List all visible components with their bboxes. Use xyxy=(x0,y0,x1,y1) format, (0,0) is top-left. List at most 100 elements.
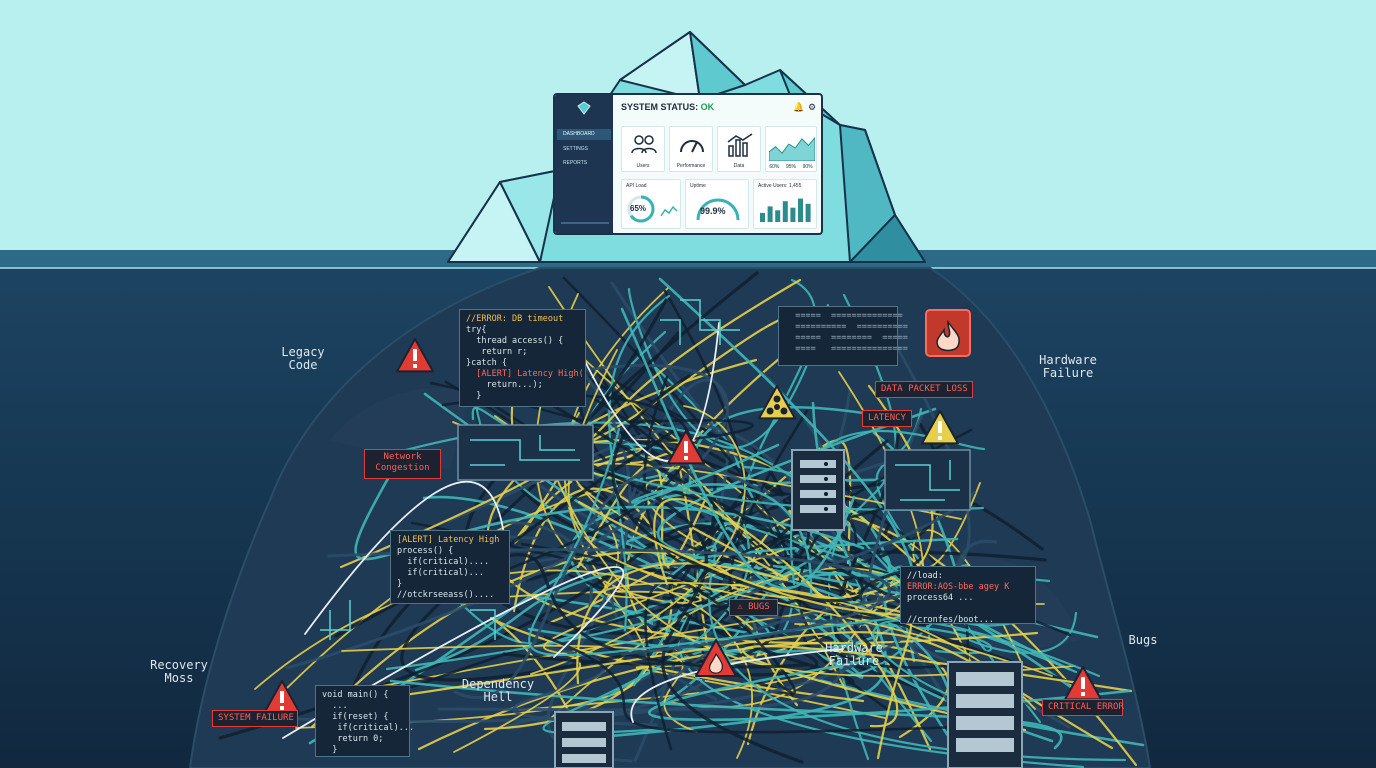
label-legacy-code: Legacy Code xyxy=(281,345,325,372)
code-line: [ALERT] Latency High xyxy=(397,535,500,545)
wire xyxy=(648,545,1127,762)
performance-tile[interactable]: Performance xyxy=(669,126,713,172)
users-label: Users xyxy=(636,163,650,169)
alert-tag-latency: LATENCY xyxy=(862,410,912,427)
active-users-tile: Active Users: 1,455 xyxy=(753,179,817,229)
code-line: return r; xyxy=(466,347,528,357)
active-users-bar xyxy=(775,210,781,222)
wire xyxy=(481,426,804,764)
wire xyxy=(453,549,784,753)
active-users-bar-chart xyxy=(760,198,811,222)
status-badge: OK xyxy=(700,102,715,112)
uptime-value: 99.9% xyxy=(700,206,726,216)
code-line: } xyxy=(466,391,482,401)
users-tile[interactable]: Users xyxy=(621,126,665,172)
system-status-dashboard: DASHBOARD SETTINGS REPORTS SYSTEM STATUS… xyxy=(553,93,823,235)
wire xyxy=(562,276,787,573)
code-line: } xyxy=(322,745,338,755)
wire xyxy=(577,500,913,760)
alert-tag-packet-loss: DATA PACKET LOSS xyxy=(875,381,973,398)
server-rack xyxy=(554,711,614,768)
code-line: if(critical)... xyxy=(397,568,484,578)
wire xyxy=(656,407,956,744)
users-icon xyxy=(631,135,657,154)
server-rack xyxy=(791,449,845,531)
label-dependency-hell: Dependency Hell xyxy=(461,677,535,704)
code-panel-latency: [ALERT] Latency High process() { if(crit… xyxy=(390,530,510,604)
warning-icon xyxy=(921,410,959,445)
wire xyxy=(953,611,1078,674)
code-line: ... xyxy=(322,701,348,711)
code-line: thread access() { xyxy=(466,336,564,346)
bell-icon[interactable]: 🔔 xyxy=(793,102,805,112)
code-line: //cronfes/boot... xyxy=(907,615,994,625)
wire xyxy=(603,581,1036,710)
diamond-logo-icon xyxy=(577,101,591,115)
dashboard-sidebar: DASHBOARD SETTINGS REPORTS xyxy=(555,95,613,233)
uptime-tile: Uptime 99.9% xyxy=(685,179,749,229)
bugs-text: BUGS xyxy=(748,602,770,612)
code-line: if(critical)... xyxy=(322,723,415,733)
warning-icon: ⚠ xyxy=(737,602,749,612)
fire-warning-icon xyxy=(695,639,737,677)
label-recovery-moss: Recovery Moss xyxy=(150,658,208,685)
gear-icon[interactable]: ⚙ xyxy=(807,102,817,112)
wire xyxy=(872,619,1101,718)
code-panel-process: //load: ERROR:AOS-bbe agey K process64 .… xyxy=(900,566,1036,625)
active-users-bar xyxy=(790,207,796,222)
code-line: } xyxy=(397,579,403,589)
wire xyxy=(611,374,864,603)
wire xyxy=(304,480,508,635)
nav-item-settings[interactable]: SETTINGS xyxy=(563,146,589,152)
wire xyxy=(339,278,802,569)
page-title: SYSTEM STATUS: OK xyxy=(621,102,714,112)
code-panel-redacted: ===== ============== ========== ========… xyxy=(778,306,908,366)
status-label: SYSTEM STATUS: xyxy=(621,102,701,112)
server-rack xyxy=(947,661,1023,768)
wire xyxy=(543,635,1018,734)
radiation-icon xyxy=(758,385,796,420)
wire xyxy=(437,411,925,712)
api-load-value: 65% xyxy=(630,204,647,213)
tick-label: 95% xyxy=(785,164,796,170)
sidebar-divider xyxy=(561,222,609,224)
fire-icon xyxy=(925,309,971,357)
wire xyxy=(282,566,625,739)
active-users-bar xyxy=(760,212,765,222)
wire xyxy=(630,648,844,723)
code-line: //otckrseeass().... xyxy=(397,590,495,600)
wire xyxy=(528,427,978,657)
trend-area xyxy=(769,136,815,161)
load-chart-icon xyxy=(660,205,678,217)
api-load-label: API Load xyxy=(626,183,647,189)
nav-item-dashboard[interactable]: DASHBOARD xyxy=(557,129,611,140)
active-users-bar xyxy=(782,201,788,222)
wire xyxy=(453,462,762,700)
uptime-label: Uptime xyxy=(690,183,706,189)
circuit-board xyxy=(320,299,971,640)
wire xyxy=(389,679,1063,750)
tick-label: 90% xyxy=(802,164,813,170)
active-users-label: Active Users: 1,455 xyxy=(758,183,802,189)
code-line: void main() { xyxy=(322,690,389,700)
active-users-bar xyxy=(798,198,803,222)
uptime-gauge xyxy=(696,198,740,221)
trend-ticks: 60%95%90% xyxy=(766,164,816,170)
code-line: if(critical).... xyxy=(397,557,490,567)
wire xyxy=(653,498,899,728)
code-line: //load: xyxy=(907,571,943,581)
nav-item-reports[interactable]: REPORTS xyxy=(563,160,588,166)
code-line: [ALERT] Latency High( xyxy=(466,369,584,379)
code-line: return 0; xyxy=(322,734,384,744)
active-users-bar xyxy=(805,203,811,222)
label-hardware-failure-top: Hardware Failure xyxy=(1039,353,1097,380)
trend-tile: 60%95%90% xyxy=(765,126,817,172)
code-line: }catch { xyxy=(466,358,507,368)
wire xyxy=(742,645,1133,732)
wire xyxy=(489,616,865,741)
code-line: process() { xyxy=(397,546,454,556)
data-tile[interactable]: Data xyxy=(717,126,761,172)
bar-chart-icon xyxy=(727,133,753,157)
label-hardware-failure-bottom: Hardware Failure xyxy=(825,641,883,668)
warning-icon xyxy=(396,338,434,373)
